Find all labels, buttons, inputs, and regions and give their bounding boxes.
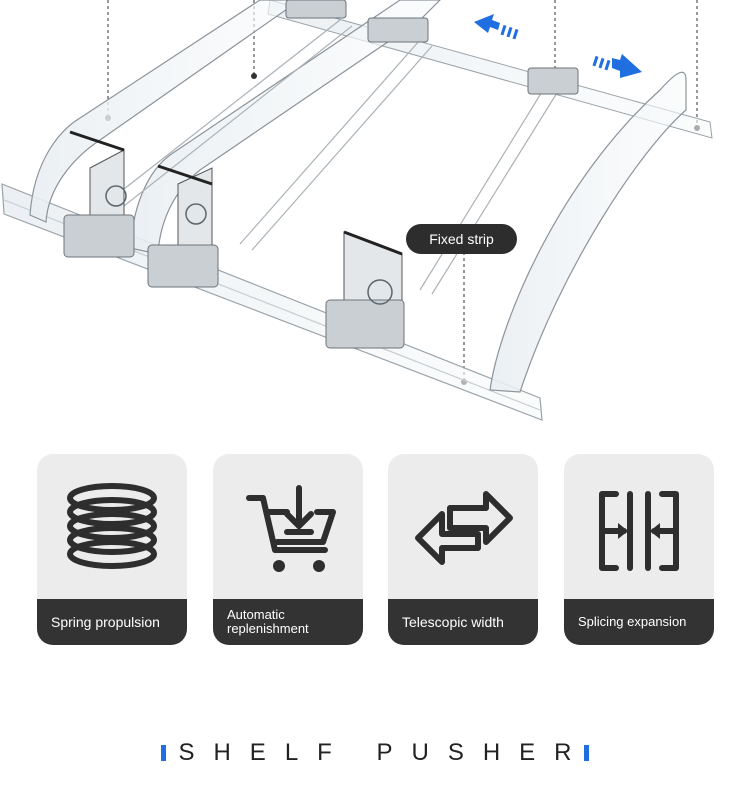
fixed-strip-callout: Fixed strip xyxy=(406,224,517,254)
bidirectional-arrows-icon xyxy=(415,491,513,565)
feature-label: Splicing expansion xyxy=(564,599,714,645)
feature-label: Spring propulsion xyxy=(37,599,187,645)
shopping-cart-download-icon xyxy=(246,485,336,572)
feature-card-splicing: Splicing expansion xyxy=(564,454,714,645)
blue-arrow-left xyxy=(474,14,519,40)
feature-card-telescopic: Telescopic width xyxy=(388,454,538,645)
blue-arrow-right xyxy=(592,54,642,78)
spring-coil-icon xyxy=(67,483,157,569)
pusher-tracks xyxy=(109,19,561,295)
title-accent-left xyxy=(161,745,166,761)
feature-card-replenishment: Automatic replenishment xyxy=(213,454,363,645)
compress-arrows-icon xyxy=(599,491,679,571)
shelf-pusher-illustration xyxy=(1,0,713,421)
feature-label: Automatic replenishment xyxy=(213,599,363,645)
page-title: SHELF PUSHER xyxy=(178,739,591,766)
title-accent-right xyxy=(584,745,589,761)
feature-label: Telescopic width xyxy=(388,599,538,645)
feature-card-spring: Spring propulsion xyxy=(37,454,187,645)
pusher-blocks xyxy=(63,0,579,349)
